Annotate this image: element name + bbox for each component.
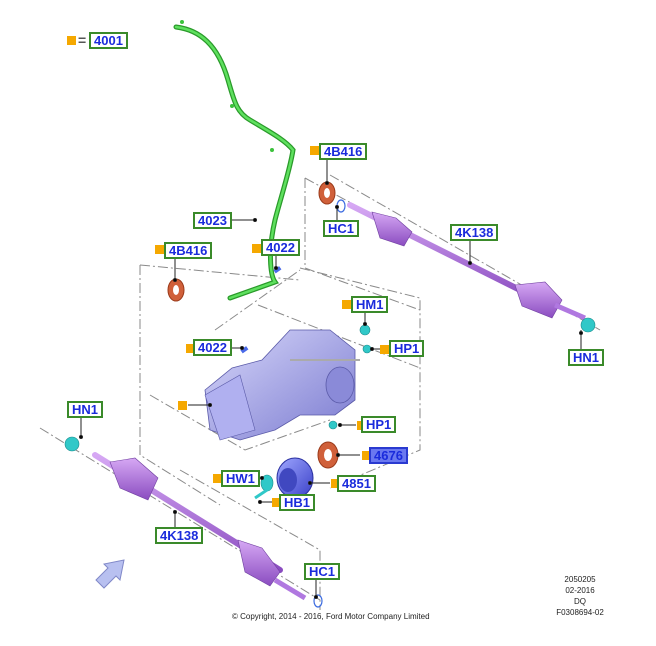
callout-4K138-left[interactable]: 4K138 [155,527,204,544]
drain-plugs-4022 [240,266,282,354]
legend-flag-icon [67,36,76,45]
figure-meta: 2050205 02-2016 DQ F0308694-02 [540,574,620,618]
flag-icon [362,451,371,460]
copyright-text: © Copyright, 2014 - 2016, Ford Motor Com… [232,612,430,621]
callout-HP1-lower[interactable]: HP1 [361,416,397,433]
flag-icon [272,498,281,507]
flag-icon [380,345,389,354]
figure-id: F0308694-02 [556,608,604,617]
breather-tube [173,20,296,301]
legend-equals: = [78,32,87,48]
callout-4001[interactable]: 4001 [89,32,128,49]
fasteners [64,317,596,500]
figure-region: DQ [574,597,586,606]
flag-icon [186,344,195,353]
callout-HN1-left[interactable]: HN1 [67,401,104,418]
callout-4022-upper[interactable]: 4022 [261,239,300,256]
callout-HC1-left[interactable]: HC1 [304,563,341,580]
flag-icon [310,146,319,155]
figure-code: 2050205 [564,575,596,584]
seals [167,181,339,469]
flag-icon [331,479,340,488]
figure-date: 02-2016 [565,586,595,595]
callout-HN1-right[interactable]: HN1 [568,349,605,366]
callout-4851[interactable]: 4851 [337,475,376,492]
callout-HM1[interactable]: HM1 [351,296,389,313]
left-halfshaft [92,452,307,601]
callout-4023[interactable]: 4023 [193,212,232,229]
callout-HP1-upper[interactable]: HP1 [389,340,425,357]
leader-lines [79,158,583,599]
flag-icon [155,245,164,254]
callout-4676-highlighted[interactable]: 4676 [369,447,408,464]
flag-icon [342,300,351,309]
flange-4851 [276,457,314,499]
orientation-arrow-icon [95,559,125,589]
callout-4B416-left[interactable]: 4B416 [164,242,213,259]
callout-HB1[interactable]: HB1 [279,494,316,511]
callout-4022-lower[interactable]: 4022 [193,339,232,356]
callout-HC1-right[interactable]: HC1 [323,220,360,237]
flag-icon [252,244,261,253]
flag-icon-4001[interactable] [178,401,187,410]
callout-4B416-right[interactable]: 4B416 [319,143,368,160]
right-halfshaft [347,202,586,321]
callout-4K138-right[interactable]: 4K138 [450,224,499,241]
rear-drive-unit [204,329,360,441]
flag-icon [213,474,222,483]
callout-HW1[interactable]: HW1 [221,470,260,487]
